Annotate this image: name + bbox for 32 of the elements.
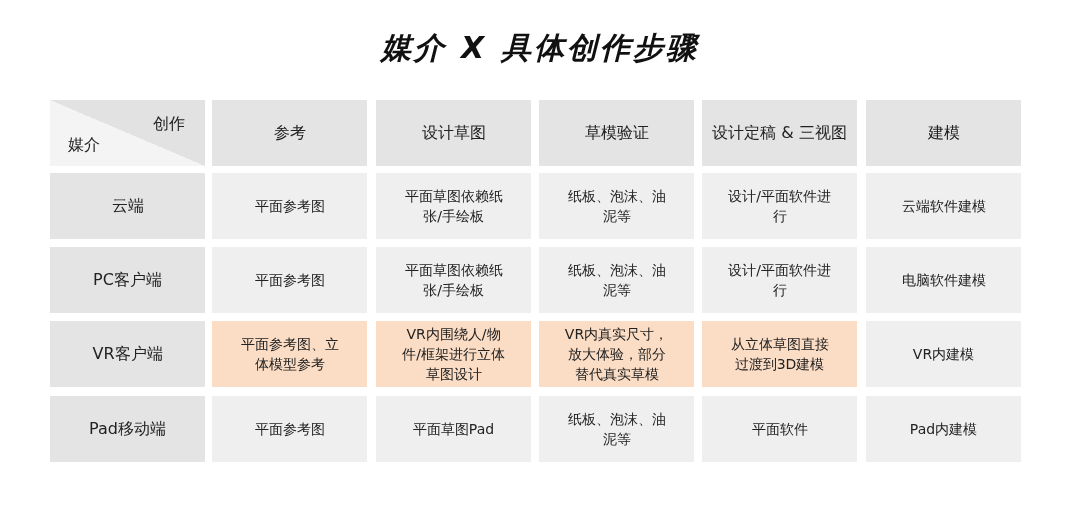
- table-cell: 平面参考图: [212, 173, 367, 239]
- table-cell: 纸板、泡沫、油泥等: [539, 247, 694, 313]
- table-cell: 设计/平面软件进行: [702, 173, 857, 239]
- column-header: 建模: [866, 100, 1021, 166]
- column-header: 草模验证: [539, 100, 694, 166]
- row-header: VR客户端: [50, 321, 205, 387]
- diagram-title: 媒介 X 具体创作步骤: [378, 29, 701, 67]
- table-cell: VR内围绕人/物件/框架进行立体草图设计: [376, 321, 531, 387]
- table-cell: 电脑软件建模: [866, 247, 1021, 313]
- table-cell: 平面草图依赖纸张/手绘板: [376, 173, 531, 239]
- table-cell: 纸板、泡沫、油泥等: [539, 173, 694, 239]
- table-cell: 平面草图Pad: [376, 396, 531, 462]
- table-cell: Pad内建模: [866, 396, 1021, 462]
- table-cell: 纸板、泡沫、油泥等: [539, 396, 694, 462]
- header-label: 创作: [153, 114, 185, 135]
- table-cell: VR内建模: [866, 321, 1021, 387]
- table-cell: 云端软件建模: [866, 173, 1021, 239]
- table-cell: 从立体草图直接过渡到3D建模: [702, 321, 857, 387]
- column-header: 参考: [212, 100, 367, 166]
- row-header: 云端: [50, 173, 205, 239]
- table-cell: 平面草图依赖纸张/手绘板: [376, 247, 531, 313]
- row-header: PC客户端: [50, 247, 205, 313]
- table-cell: 设计/平面软件进行: [702, 247, 857, 313]
- table-cell: 平面参考图: [212, 396, 367, 462]
- column-header: 设计定稿 & 三视图: [702, 100, 857, 166]
- row-header: Pad移动端: [50, 396, 205, 462]
- table-cell: 平面参考图: [212, 247, 367, 313]
- table-cell: 平面软件: [702, 396, 857, 462]
- table-cell: 平面参考图、立体模型参考: [212, 321, 367, 387]
- table-cell: VR内真实尺寸，放大体验，部分替代真实草模: [539, 321, 694, 387]
- column-header: 设计草图: [376, 100, 531, 166]
- header-label: 媒介: [68, 135, 100, 156]
